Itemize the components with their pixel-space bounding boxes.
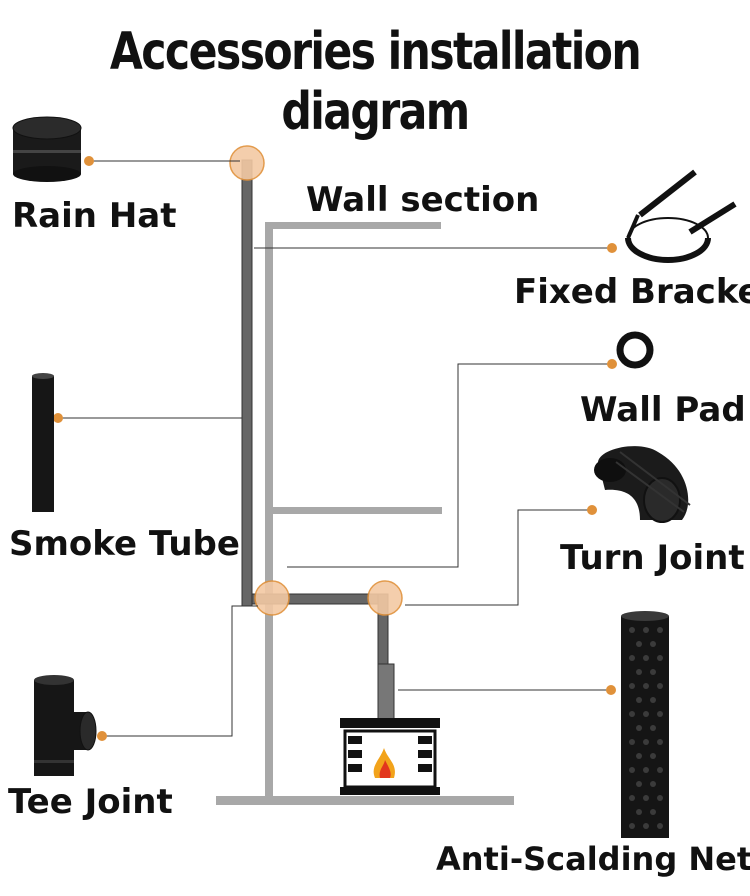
tee-joint-callout-line — [102, 605, 258, 737]
tee-joint-label: Tee Joint — [8, 782, 173, 822]
wall-section-label: Wall section — [306, 180, 540, 220]
wall-section-lines — [216, 222, 514, 805]
rain-hat-label: Rain Hat — [12, 196, 177, 236]
turn-joint-label: Turn Joint — [560, 538, 745, 578]
diagram-title: Accessories installation diagram — [109, 22, 642, 142]
chimney-pipe — [241, 159, 395, 721]
turn-joint-highlight — [367, 580, 403, 616]
rain-hat-icon — [12, 116, 82, 182]
anti-scalding-net-label: Anti-Scalding Net — [436, 840, 750, 878]
joint-highlights — [229, 145, 403, 616]
callout-lines — [58, 160, 612, 737]
wall-pad-label: Wall Pad — [580, 390, 746, 430]
smoke-tube-label: Smoke Tube — [9, 524, 240, 564]
fixed-bracket-label: Fixed Bracket — [514, 272, 750, 312]
fireplace-illustration — [340, 718, 440, 795]
wall-pad-icon — [616, 331, 654, 369]
anti-scalding-net-icon — [621, 611, 669, 838]
turn-joint-callout-line — [405, 509, 592, 606]
smoke-tube-icon — [32, 373, 54, 512]
rain-hat-joint-highlight — [229, 145, 265, 181]
tee-joint-icon — [34, 675, 97, 776]
tee-joint-highlight — [254, 580, 290, 616]
fixed-bracket-icon — [625, 169, 737, 263]
wall-pad-callout-line — [287, 363, 612, 568]
turn-joint-icon — [594, 446, 691, 523]
callout-dots — [53, 156, 617, 741]
